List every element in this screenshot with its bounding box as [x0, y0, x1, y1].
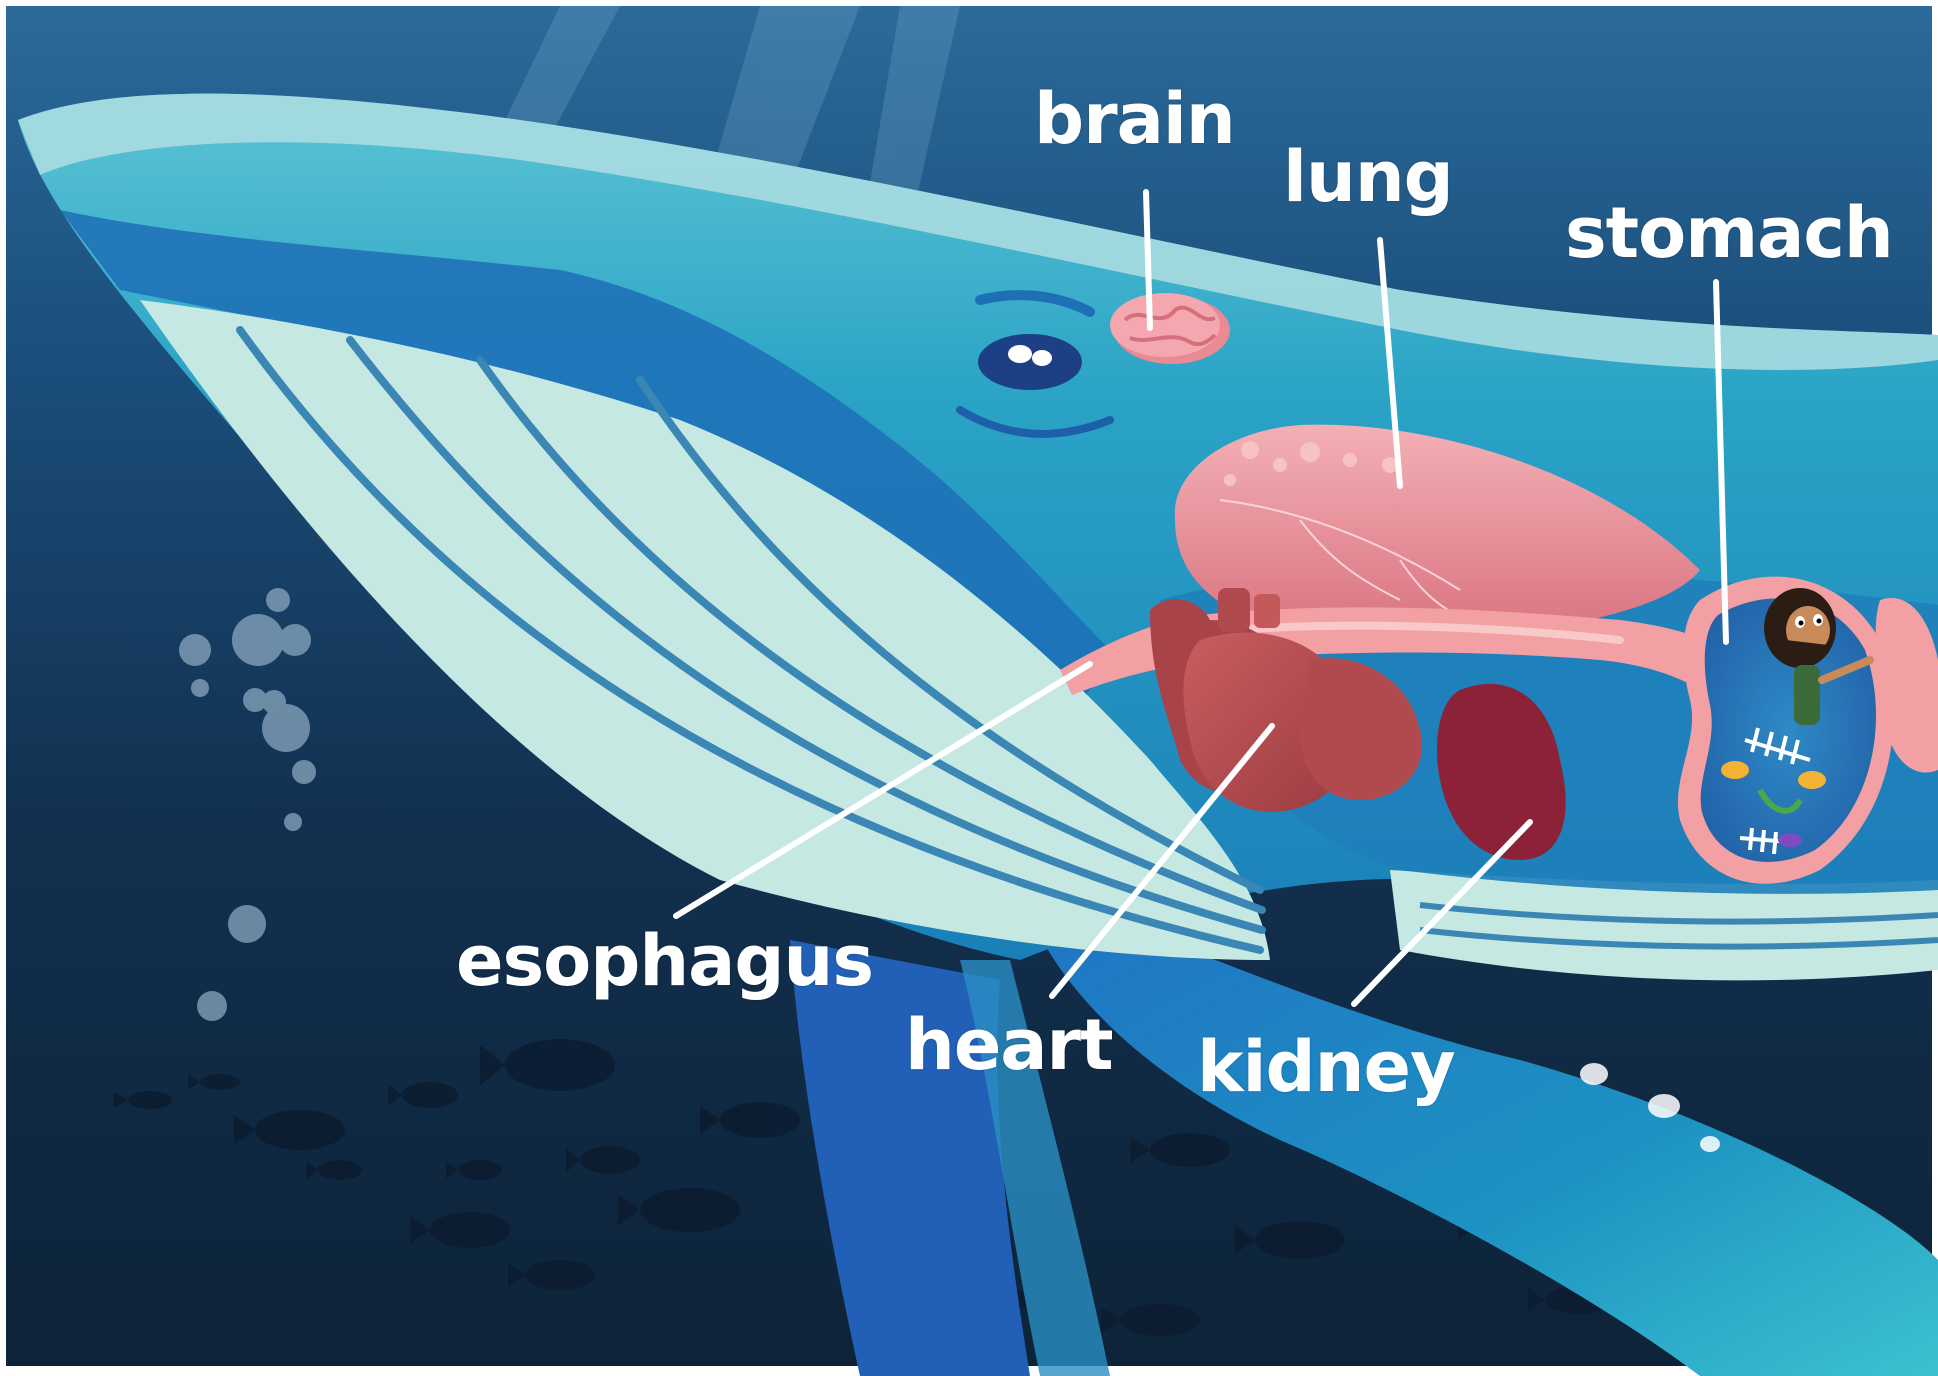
kidney-label: kidney	[1197, 1032, 1455, 1102]
eye-shine-small	[1032, 350, 1052, 366]
eye-shine	[1008, 345, 1032, 363]
esophagus-label: esophagus	[456, 926, 873, 996]
stomach-label: stomach	[1565, 198, 1893, 268]
heart-label: heart	[905, 1010, 1113, 1080]
brain-leader-line	[1146, 192, 1150, 328]
lung-label: lung	[1283, 142, 1453, 212]
brain-label: brain	[1034, 84, 1235, 154]
whale-eye-icon	[978, 334, 1082, 390]
